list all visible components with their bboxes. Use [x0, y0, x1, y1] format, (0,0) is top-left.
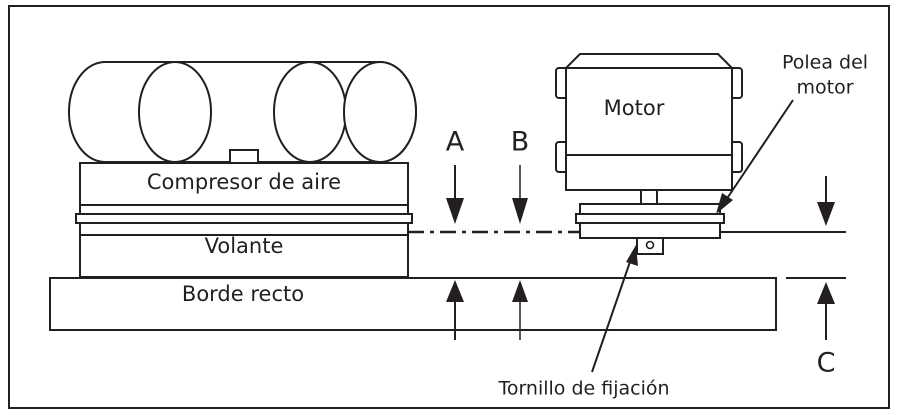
set-screw-head [645, 240, 655, 250]
arrow-a-up [446, 280, 464, 340]
compressor-body [79, 162, 409, 206]
tank-end-far-right [343, 61, 417, 163]
compressor-label: Compresor de aire [147, 170, 341, 194]
motor-housing [565, 53, 733, 191]
straight-edge [49, 277, 777, 331]
diagram-frame [8, 5, 890, 409]
point-a-label: A [446, 127, 465, 158]
motor-pulley-label-line1: Polea del [782, 52, 868, 74]
flywheel [79, 234, 409, 278]
compressor-stem [229, 149, 259, 165]
motor-pulley-label-line2: motor [796, 77, 853, 99]
set-screw-leader-arrow [591, 245, 638, 373]
set-screw-label: Tornillo de fijación [497, 378, 669, 400]
point-b-label: B [511, 127, 530, 158]
compressor-plate-top [79, 204, 409, 215]
arrow-c-up [817, 282, 835, 340]
motor-pulley-rim [575, 213, 725, 224]
motor-pulley-top [579, 203, 721, 215]
arrow-c-down [817, 176, 835, 226]
arrow-b-down [512, 165, 528, 224]
motor: Motor [555, 53, 743, 255]
compressor-pulley-rim [75, 213, 413, 224]
compressor-tanks [68, 61, 417, 163]
arrow-b-up [512, 280, 528, 340]
motor-pulley-bottom [579, 222, 721, 239]
tank-end-right [273, 61, 347, 163]
motor-pulley-leader-arrow [716, 99, 794, 214]
motor-shaft [640, 189, 658, 205]
point-c-label: C [817, 348, 836, 379]
straight-edge-label: Borde recto [182, 282, 304, 306]
flywheel-label: Volante [205, 234, 284, 258]
motor-label: Motor [604, 96, 665, 120]
air-compressor: Compresor de aire Volante [68, 61, 417, 278]
tank-end-left [138, 61, 212, 163]
arrow-a-down [446, 165, 464, 224]
